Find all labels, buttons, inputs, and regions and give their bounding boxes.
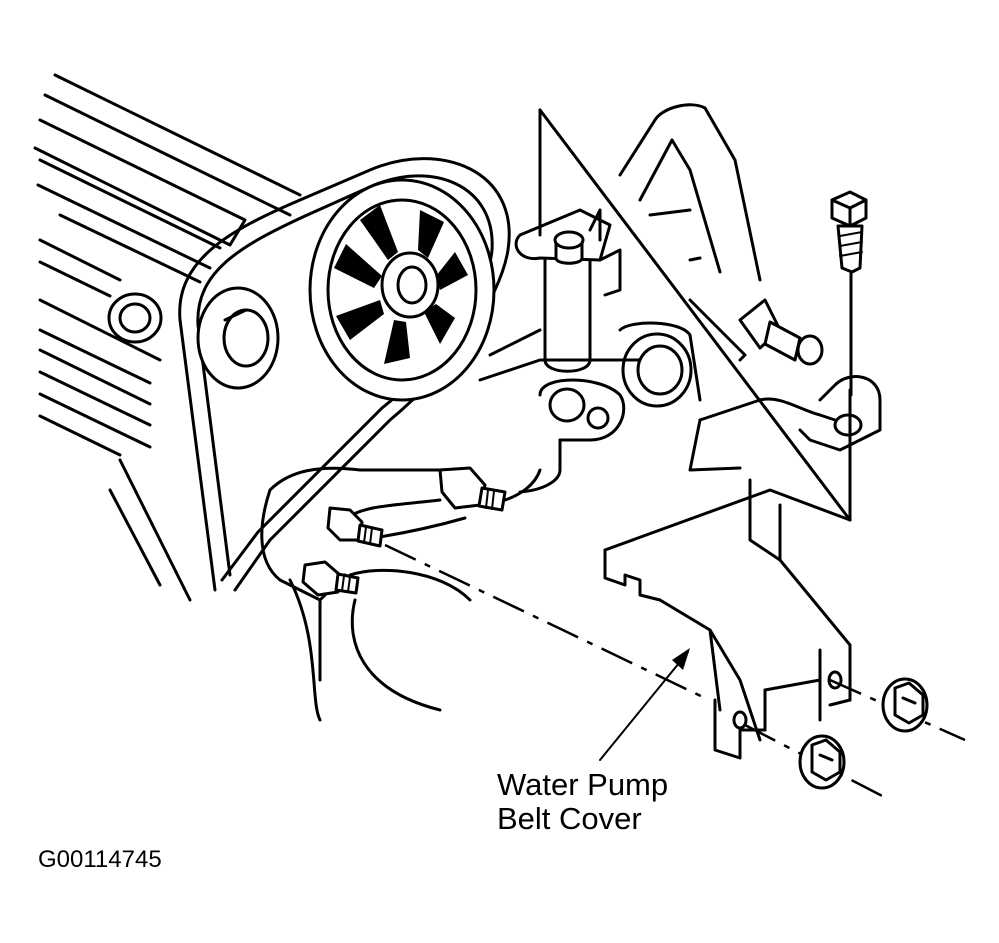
flange-bolt [830,190,868,397]
stud-bolt-1 [326,506,384,548]
flange-nut-1 [798,734,846,790]
engine-block [33,73,302,602]
idler-pulley [196,286,280,390]
boss-plug [107,292,163,344]
figure-id: G00114745 [38,846,162,873]
alignment-lines [384,543,966,802]
bracket-bolt-top [553,230,585,265]
spoked-pulley [308,178,496,402]
cover-mount-arm [688,375,882,522]
callout-arrowhead [672,648,690,670]
upper-bracket [478,103,852,522]
belt-cover [603,478,852,760]
stud-bolt-2 [438,466,542,512]
callout-leader [599,651,689,761]
callout-label-line2: Belt Cover [497,801,642,836]
stud-bolt-3 [301,560,360,597]
pipe-fitting [688,298,824,366]
callout-label-line1: Water Pump [497,767,669,802]
mounting-lug [260,466,472,722]
flange-nut-2 [881,677,929,733]
